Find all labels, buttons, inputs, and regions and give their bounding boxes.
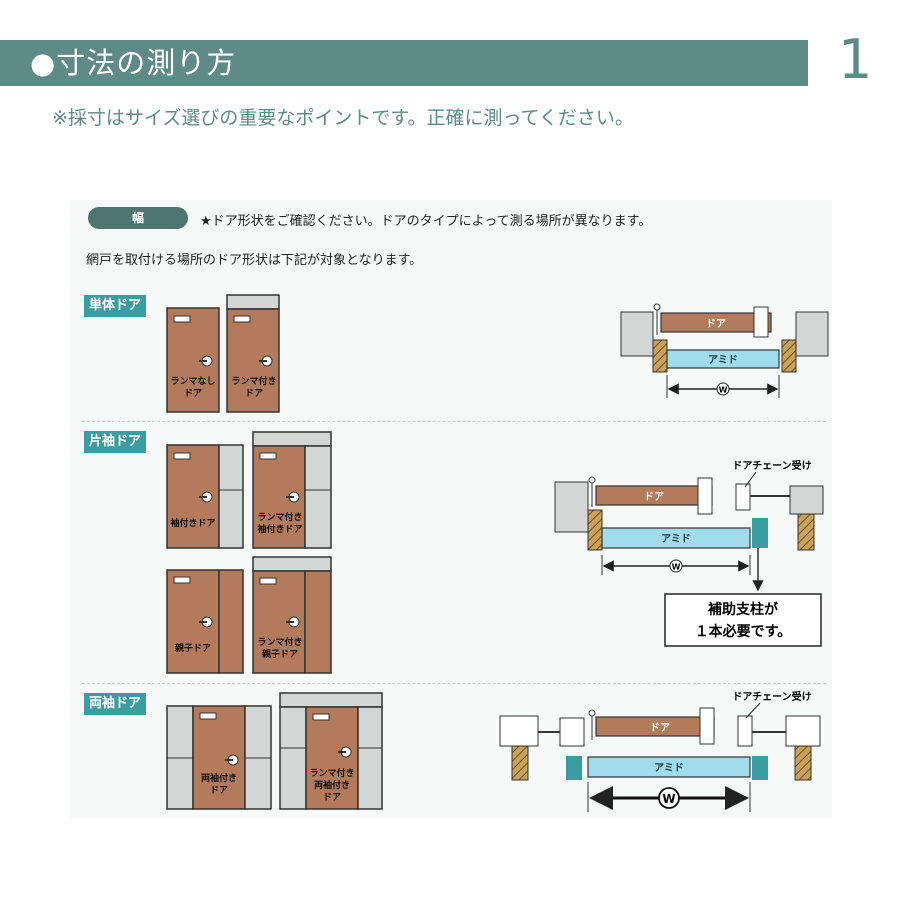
transom-side-label-1: ランマ付き <box>257 511 302 523</box>
both-side-chain-label: ドアチェーン受け <box>732 690 811 703</box>
single-door-plan-diagram: W ドア アミド <box>620 303 829 398</box>
door-no-transom-label-2: ドア <box>184 388 202 399</box>
door-both-side-panels: 両袖付き ドア <box>166 705 272 810</box>
one-side-chain-label: ドアチェーン受け <box>732 459 811 472</box>
both-side-label-1: 両袖付き <box>201 772 237 784</box>
separator-1 <box>82 421 826 422</box>
both-side-label-2: ドア <box>210 785 228 796</box>
door-no-transom-label-1: ランマなし <box>170 376 215 387</box>
transom-both-side-label-1: ランマ付き <box>309 767 354 779</box>
measurement-note: ※採寸はサイズ選びの重要なポイントです。正確に測ってください。 <box>52 107 634 129</box>
transom-both-side-label-2: 両袖付き <box>314 779 350 791</box>
both-side-plan-diagram: W ドア アミド ドアチェーン受け <box>499 690 821 812</box>
single-door-label: ドア <box>706 318 726 330</box>
both-side-door-label: ドア <box>650 722 670 734</box>
one-side-door-label: ドア <box>644 491 664 503</box>
door-with-transom-label-1: ランマ付き <box>231 375 276 387</box>
both-side-screen-label: アミド <box>654 762 684 774</box>
double-leaf-transom-label-2: 親子ドア <box>262 648 298 660</box>
one-side-width-symbol: W <box>672 563 681 572</box>
door-with-transom-label-2: ドア <box>245 388 263 399</box>
single-screen-label: アミド <box>708 354 738 366</box>
tag-single-door: 単体ドア <box>84 295 147 317</box>
double-leaf-door: 親子ドア <box>166 569 244 674</box>
intro-line-1: ★ドア形状をご確認ください。ドアのタイプによって測る場所が異なります。 <box>200 214 652 229</box>
support-note-line-1: 補助支柱が <box>707 601 779 618</box>
section-header-bar: ●寸法の測り方 <box>0 40 808 86</box>
one-side-plan-diagram: W ドア アミド ドアチェーン受け 補助支柱が １本必要です。 <box>554 459 824 647</box>
intro-line-2: 網戸を取付ける場所のドア形状は下記が対象となります。 <box>86 253 423 268</box>
both-side-width-symbol: W <box>662 792 675 806</box>
door-with-side-panel: 袖付きドア <box>166 444 244 549</box>
double-leaf-transom-door: ランマ付き 親子ドア <box>252 556 332 674</box>
side-door-label: 袖付きドア <box>169 517 215 529</box>
one-side-screen-label: アミド <box>661 533 691 545</box>
door-with-transom: ランマ付き ドア <box>226 294 280 413</box>
tag-both-side-door: 両袖ドア <box>84 693 147 715</box>
double-leaf-label: 親子ドア <box>175 642 211 654</box>
single-width-symbol: W <box>719 386 728 395</box>
support-note-line-2: １本必要です。 <box>695 623 792 640</box>
section-title: ●寸法の測り方 <box>30 46 237 80</box>
door-transom-both-side-panels: ランマ付き 両袖付き ドア <box>279 692 383 810</box>
separator-2 <box>82 683 826 684</box>
transom-both-side-label-3: ドア <box>323 792 341 803</box>
step-number: 1 <box>838 28 873 91</box>
tag-one-side-door: 片袖ドア <box>84 431 147 453</box>
door-transom-side-panel: ランマ付き 袖付きドア <box>252 431 332 549</box>
double-leaf-transom-label-1: ランマ付き <box>257 636 302 648</box>
width-pill: 幅 <box>88 207 188 229</box>
door-no-transom: ランマなし ドア <box>166 307 220 413</box>
transom-side-label-2: 袖付きドア <box>256 523 302 535</box>
